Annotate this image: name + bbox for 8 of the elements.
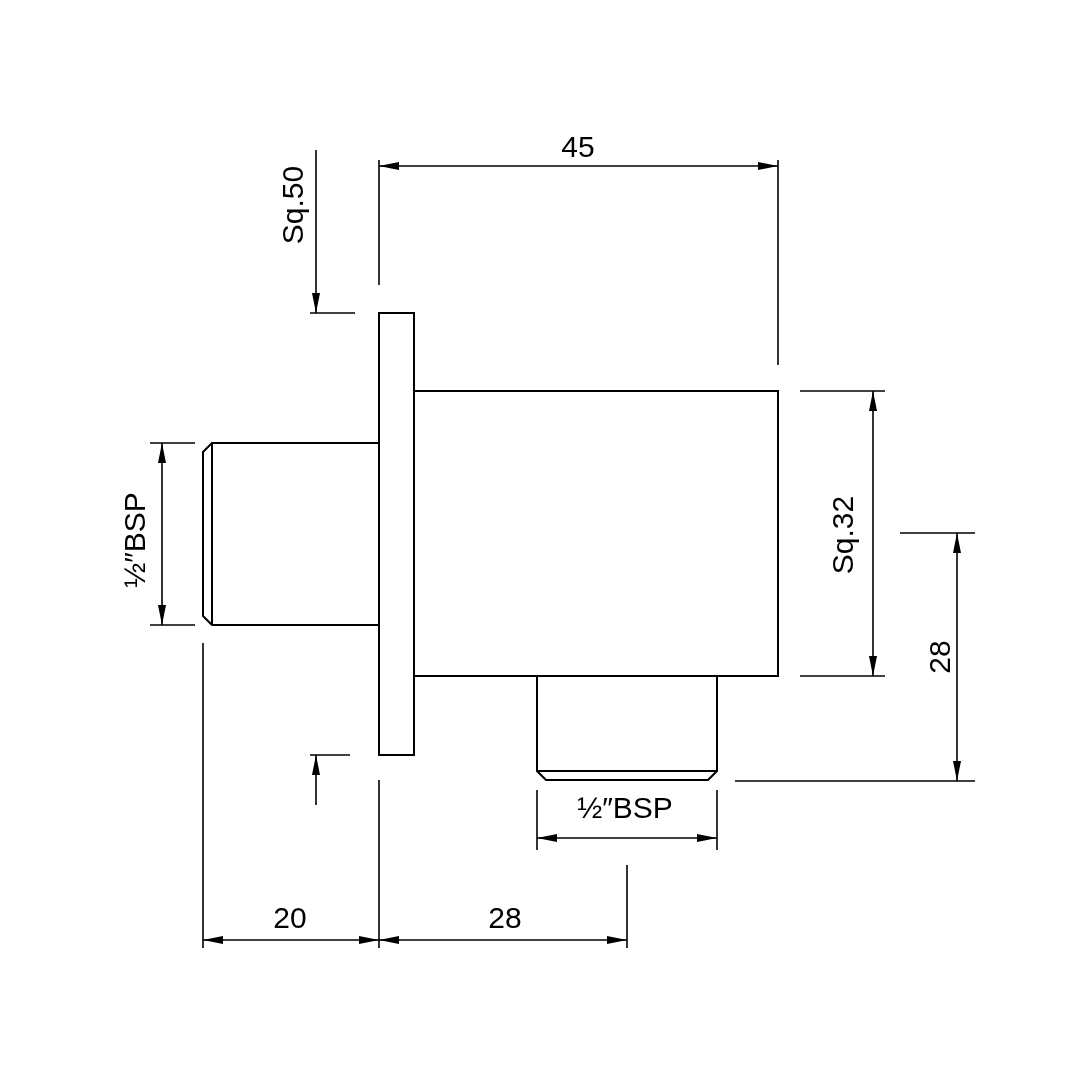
dimension-label: ½″BSP bbox=[120, 492, 150, 588]
dimension-label: 20 bbox=[273, 903, 307, 933]
dimension-label: 28 bbox=[925, 640, 955, 674]
dimension-label: 45 bbox=[561, 132, 595, 162]
dimension-label: Sq.32 bbox=[828, 495, 858, 575]
dimension-label: Sq.50 bbox=[278, 165, 308, 245]
dimension-label: ½″BSP bbox=[577, 793, 673, 823]
dimension-label: 28 bbox=[488, 903, 522, 933]
